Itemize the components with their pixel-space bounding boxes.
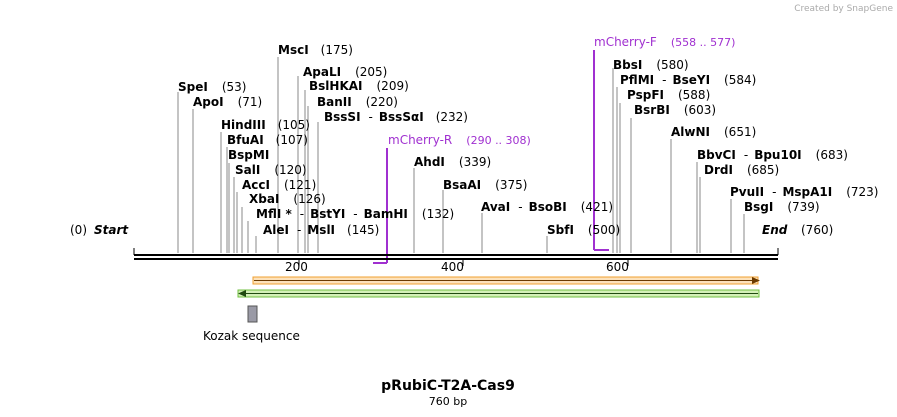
- end-label: End: [762, 223, 788, 237]
- site-banii[interactable]: BanII(220): [317, 95, 398, 109]
- site-bspmi[interactable]: BspMI: [228, 148, 269, 162]
- site-alei[interactable]: AleI-MslI(145): [263, 223, 379, 237]
- site-bsssi[interactable]: BssSI-BssSαI(232): [324, 110, 468, 124]
- site-bslhkai[interactable]: BslHKAI(209): [309, 79, 409, 93]
- plasmid-title: pRubiC-T2A-Cas9: [381, 378, 515, 394]
- site-alwni[interactable]: AlwNI(651): [671, 125, 756, 139]
- site-apali[interactable]: ApaLI(205): [303, 65, 387, 79]
- leader-lines: [177, 57, 745, 253]
- site-pspfi[interactable]: PspFI(588): [627, 88, 710, 102]
- site-bsaai[interactable]: BsaAI(375): [443, 178, 527, 192]
- primer-mcherry-f[interactable]: mCherry-F(558 .. 577): [594, 35, 735, 49]
- kozak-sequence-box[interactable]: [247, 305, 258, 323]
- site-msci[interactable]: MscI(175): [278, 43, 353, 57]
- site-spei[interactable]: SpeI(53): [178, 80, 246, 94]
- site-apoi[interactable]: ApoI(71): [193, 95, 262, 109]
- plasmid-length: 760 bp: [429, 395, 467, 408]
- feature-reverse-arrow[interactable]: [237, 289, 760, 298]
- feature-forward-arrow[interactable]: [252, 276, 760, 285]
- end-pos: (760): [801, 223, 833, 237]
- backbone: [133, 248, 779, 266]
- snapgene-credit: Created by SnapGene: [794, 4, 893, 14]
- site-pflmi[interactable]: PflMI-BseYI(584): [620, 73, 756, 87]
- site-avai[interactable]: AvaI-BsoBI(421): [481, 200, 613, 214]
- start-label: Start: [94, 223, 129, 237]
- primer-marks: [373, 50, 609, 264]
- tick-200: 200: [285, 260, 308, 274]
- site-xbai[interactable]: XbaI(126): [249, 192, 326, 206]
- site-sbfi[interactable]: SbfI(500): [547, 223, 620, 237]
- primer-mcherry-r[interactable]: mCherry-R(290 .. 308): [388, 133, 531, 147]
- site-ahdi[interactable]: AhdI(339): [414, 155, 491, 169]
- site-bsgi[interactable]: BsgI(739): [744, 200, 820, 214]
- site-bbvci[interactable]: BbvCI-Bpu10I(683): [697, 148, 848, 162]
- site-pvuii[interactable]: PvuII-MspA1I(723): [730, 185, 879, 199]
- site-mfli[interactable]: MflI *-BstYI-BamHI(132): [256, 207, 454, 221]
- site-bbsi[interactable]: BbsI(580): [613, 58, 689, 72]
- site-drdi[interactable]: DrdI(685): [704, 163, 779, 177]
- site-sali[interactable]: SalI(120): [235, 163, 307, 177]
- kozak-sequence-label: Kozak sequence: [203, 329, 300, 343]
- tick-600: 600: [606, 260, 629, 274]
- tick-400: 400: [441, 260, 464, 274]
- site-bfuai[interactable]: BfuAI(107): [227, 133, 308, 147]
- site-bsrbi[interactable]: BsrBI(603): [634, 103, 716, 117]
- site-acci[interactable]: AccI(121): [242, 178, 316, 192]
- start-pos: (0): [70, 223, 87, 237]
- site-hindiii[interactable]: HindIII(105): [221, 118, 310, 132]
